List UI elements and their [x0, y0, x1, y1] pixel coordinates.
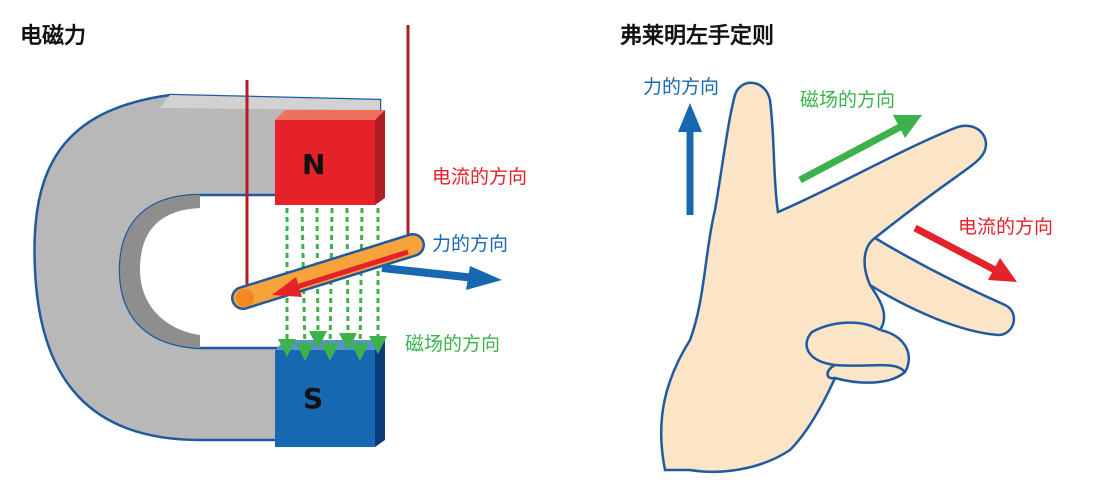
left-hand: [659, 81, 1016, 474]
left-force-label: 力的方向: [432, 233, 509, 255]
south-pole-block: [275, 340, 385, 447]
north-pole-block: [275, 110, 385, 205]
right-field-label: 磁场的方向: [800, 89, 896, 111]
force-arrow-hand: [678, 103, 702, 215]
south-pole-label: S: [303, 382, 324, 415]
left-title: 电磁力: [20, 24, 87, 49]
left-current-label: 电流的方向: [432, 166, 528, 188]
north-pole-label: N: [302, 148, 326, 181]
conductor-rod: [231, 233, 425, 310]
field-arrow-hand: [798, 115, 922, 184]
right-title: 弗莱明左手定则: [620, 24, 775, 49]
right-current-label: 电流的方向: [958, 216, 1054, 238]
right-force-label: 力的方向: [643, 76, 720, 98]
current-arrow-rod: [272, 249, 409, 297]
current-arrow-hand: [913, 224, 1017, 282]
force-arrow-rod: [381, 264, 502, 290]
left-field-label: 磁场的方向: [405, 333, 501, 355]
